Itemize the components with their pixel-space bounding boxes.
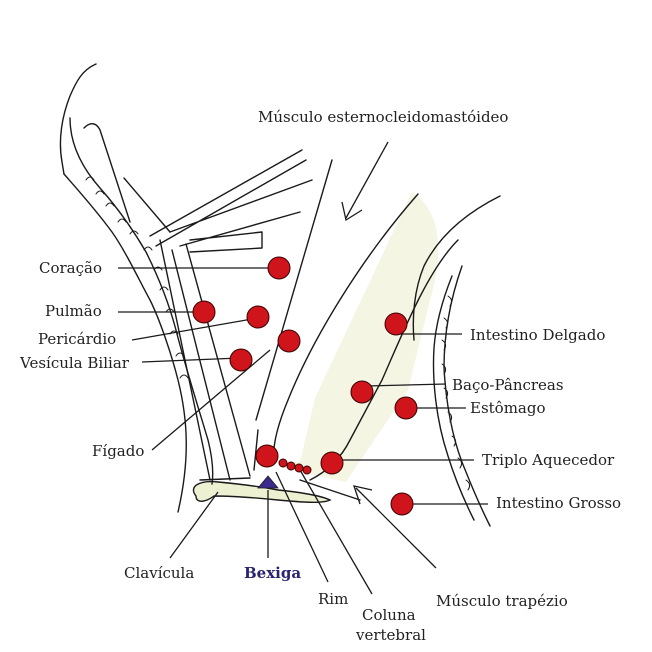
label-vesicula-biliar: Vesícula Biliar (19, 354, 130, 372)
leader-clavicula (169, 491, 219, 559)
leader-pericardio (131, 317, 259, 341)
leader-figado (151, 349, 271, 451)
label-intestino-delgado: Intestino Delgado (470, 326, 605, 344)
label-clavicula: Clavícula (124, 564, 194, 582)
jaw-line-top (123, 177, 171, 233)
lower-muscle-lines (199, 429, 361, 501)
neck-front-outline (63, 173, 187, 513)
trapezius-back-edge (412, 195, 501, 341)
label-figado: Fígado (92, 442, 144, 460)
label-coluna-line2: vertebral (355, 626, 426, 644)
label-pulmao: Pulmão (45, 302, 102, 320)
point-estomago (394, 396, 418, 420)
reflex-points (192, 256, 418, 516)
scm-left-edge (255, 159, 333, 421)
label-estomago: Estômago (470, 399, 546, 417)
label-musculo-trapezio: Músculo trapézio (436, 592, 568, 610)
scm-arrow-shaft (345, 141, 389, 219)
point-intestino-delgado (384, 312, 408, 336)
point-coluna-3 (294, 463, 304, 473)
label-baco-pancreas: Baço-Pâncreas (452, 376, 564, 394)
leader-vesicula (141, 357, 241, 363)
point-baco-pancreas (350, 380, 374, 404)
label-bexiga: Bexiga (244, 564, 301, 582)
scm-right-edge (272, 193, 419, 463)
back-neck-outline (432, 275, 475, 521)
trapezius-muscle (282, 192, 439, 482)
leader-coluna (299, 469, 373, 595)
leader-baco (365, 383, 447, 387)
sternocleidomastoid-muscle (258, 160, 366, 462)
trachea-texture (85, 176, 189, 379)
point-coluna-1 (278, 458, 288, 468)
neck-front-inner (69, 117, 214, 485)
jaw-muscles (149, 149, 313, 253)
point-coracao (267, 256, 291, 280)
point-triplo-aquecedor (320, 451, 344, 475)
jaw-outline (59, 63, 97, 175)
point-vesicula-biliar (229, 348, 253, 372)
label-rim: Rim (318, 590, 348, 608)
trapezius-arrow-shaft (355, 487, 437, 569)
leader-rim (275, 471, 329, 583)
scm-arrow-head (341, 201, 363, 222)
point-coluna-4 (302, 465, 312, 475)
clavicle-bone (192, 480, 332, 503)
point-pericardio (246, 305, 270, 329)
point-pulmao (192, 300, 216, 324)
bladder-marker (257, 475, 279, 489)
vertebra-texture (441, 295, 471, 491)
label-coracao: Coração (39, 259, 102, 277)
back-neck-outline-inner (443, 265, 491, 527)
point-coluna-2 (286, 461, 296, 471)
trapezius-arrow-head (353, 485, 373, 505)
jaw-inner-outline (83, 123, 131, 223)
point-figado (277, 329, 301, 353)
point-rim (255, 444, 279, 468)
label-intestino-grosso: Intestino Grosso (496, 494, 621, 512)
point-intestino-grosso (390, 492, 414, 516)
label-pericardio: Pericárdio (38, 330, 116, 348)
label-triplo-aquecedor: Triplo Aquecedor (482, 451, 615, 469)
label-musculo-ecm: Músculo esternocleidomastóideo (258, 108, 508, 126)
label-coluna-line1: Coluna (362, 606, 416, 624)
